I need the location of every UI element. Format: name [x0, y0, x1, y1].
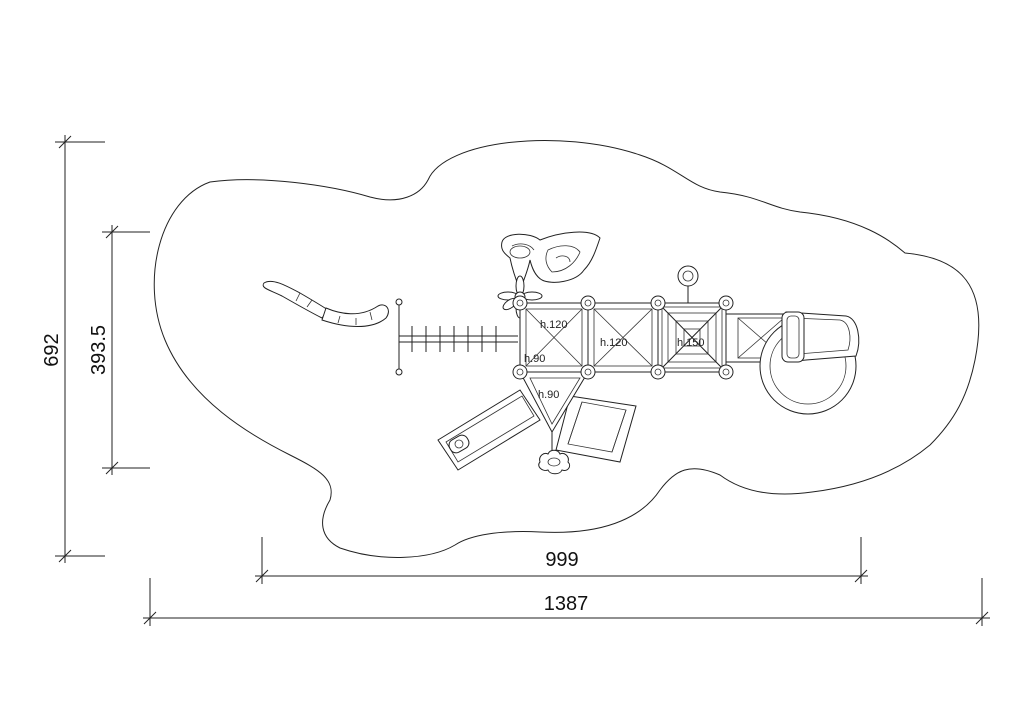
deck-posts: [512, 295, 734, 380]
deck-label-3: h.90: [524, 353, 545, 365]
safety-zone-outline: [153, 139, 980, 558]
stair-ladder: [555, 395, 637, 463]
deck-label-4: h.90: [538, 389, 559, 401]
decorative-animal-panel: [501, 231, 601, 292]
balance-worm-element: [262, 280, 389, 327]
dimension-393-label: 393.5: [88, 325, 110, 375]
slide-straight: [437, 389, 541, 471]
dimension-692-label: 692: [41, 333, 63, 366]
dimension-overall-width: 1387: [143, 578, 990, 626]
dimension-equipment-depth: 393.5: [88, 225, 150, 475]
deck-row: h.120 h.120 h.90 h.90 h.150: [512, 265, 789, 401]
deck-label-1: h.120: [540, 319, 568, 331]
deck-label-2: h.120: [600, 337, 628, 349]
deck-label-5: h.150: [677, 337, 705, 349]
triangle-platform: [519, 371, 589, 475]
dimension-999-label: 999: [545, 549, 578, 571]
spiral-slide: [759, 311, 860, 415]
dimension-overall-depth: 692: [41, 135, 105, 563]
dimension-1387-label: 1387: [544, 593, 589, 615]
horizontal-ladder: [395, 298, 518, 376]
dimension-equipment-width: 999: [255, 537, 868, 584]
